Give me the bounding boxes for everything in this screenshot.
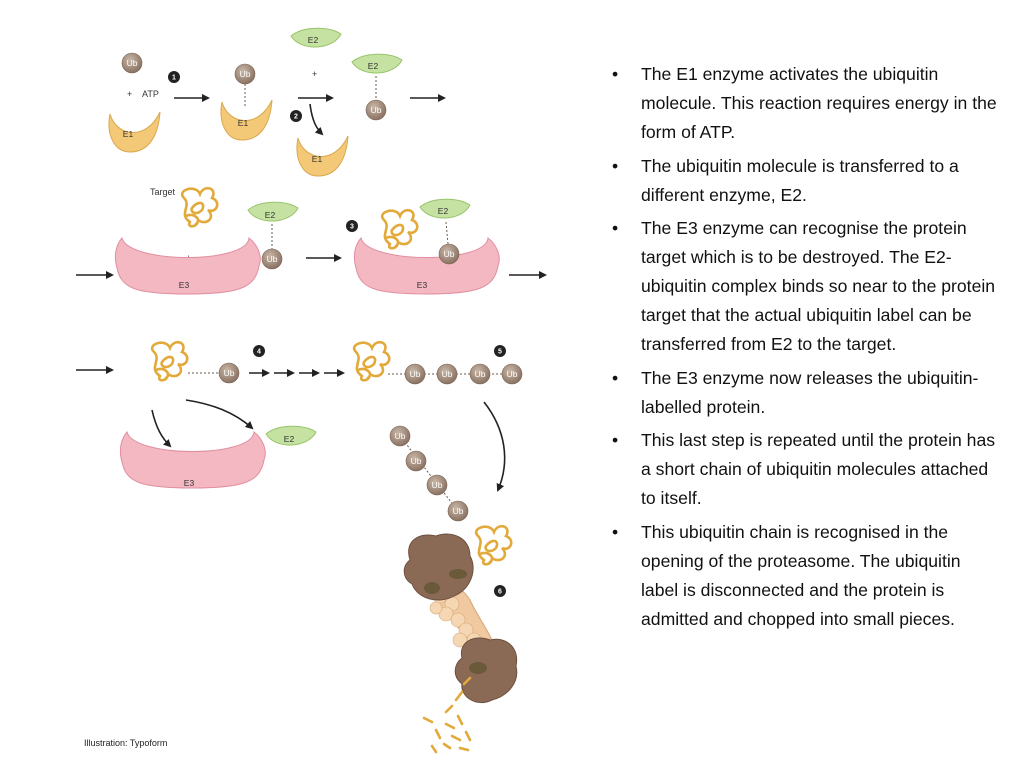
bullet-item: • The ubiquitin molecule is transferred t… [612, 152, 997, 210]
bullet-text: This last step is repeated until the pro… [641, 430, 996, 508]
explanation-list: • The E1 enzyme activates the ubiquitin m… [612, 60, 997, 638]
bullet-dot: • [612, 155, 619, 176]
proteasome-cap-top [403, 533, 474, 601]
arrow-e2-release [185, 399, 254, 430]
bullet-text: The E3 enzyme now releases the ubiquitin… [641, 367, 979, 417]
e3-label: E3 [417, 280, 428, 290]
e1-enzyme-released [296, 135, 349, 177]
e1-label: E1 [238, 118, 249, 128]
protein-entering [474, 524, 513, 566]
e1-label: E1 [123, 129, 134, 139]
row1-activation: Ub + ATP E1 1 Ub E1 E2 + 2 E1 E2 Ub [108, 27, 446, 177]
thioester-link [445, 221, 449, 245]
ub-label: Ub [240, 69, 251, 79]
proteasome-degradation: Ub Ub Ub Ub 6 [389, 401, 518, 754]
ub-label: Ub [442, 369, 453, 379]
e3-label: E3 [184, 478, 195, 488]
e2-label: E2 [284, 434, 295, 444]
bullet-dot: • [612, 521, 619, 542]
proteasome-pore [424, 582, 440, 594]
ub-chain-link [399, 435, 459, 512]
e2-label: E2 [308, 35, 319, 45]
e2-label: E2 [265, 210, 276, 220]
arrow-to-proteasome [483, 401, 506, 492]
row2-recognition: Target + E3 E2 Ub 3 E3 E2 Ub [76, 186, 547, 295]
bullet-item: • The E3 enzyme now releases the ubiquiti… [612, 364, 997, 422]
step-1-number: 1 [172, 75, 176, 82]
bullet-dot: • [612, 218, 619, 238]
bullet-text: The ubiquitin molecule is transferred to… [641, 155, 959, 205]
atp-label: ATP [142, 89, 159, 99]
target-label: Target [150, 187, 176, 197]
proteasome-pore [449, 569, 467, 579]
ubiquitin-pathway-diagram: Ub + ATP E1 1 Ub E1 E2 + 2 E1 E2 Ub Targ… [76, 27, 547, 754]
labelled-protein [150, 340, 189, 382]
bullet-dot: • [612, 367, 619, 388]
ub-label: Ub [371, 105, 382, 115]
peptide-fragments [422, 676, 472, 754]
e1-label: E1 [312, 154, 323, 164]
step-3-number: 3 [350, 224, 354, 231]
plus-sign: + [127, 89, 132, 99]
bullet-item: • The E1 enzyme activates the ubiquitin m… [612, 60, 997, 147]
ub-label: Ub [395, 431, 406, 441]
bullet-text: The E3 enzyme can recognise the protein … [641, 218, 996, 354]
e3-label: E3 [179, 280, 190, 290]
step-4-number: 4 [257, 349, 261, 356]
ub-label: Ub [127, 58, 138, 68]
ub-label: Ub [475, 369, 486, 379]
ub-label: Ub [507, 369, 518, 379]
row3-release: Ub 4 Ub Ub Ub Ub 5 E3 E2 [76, 340, 523, 489]
e2-label: E2 [438, 206, 449, 216]
step-6-number: 6 [498, 589, 502, 596]
bullet-item: • This last step is repeated until the pr… [612, 426, 997, 513]
bullet-item: • The E3 enzyme can recognise the protein… [612, 214, 997, 359]
ub-label: Ub [453, 506, 464, 516]
bullet-item: • This ubiquitin chain is recognised in t… [612, 518, 997, 634]
ub-label: Ub [411, 456, 422, 466]
step-2-number: 2 [294, 114, 298, 121]
ub-label: Ub [224, 368, 235, 378]
proteasome-pore [469, 662, 487, 674]
polyubiquitinated-protein [352, 340, 391, 382]
arrow-e3-release [151, 409, 172, 448]
e1-enzyme [108, 111, 161, 153]
ub-label: Ub [410, 369, 421, 379]
proteasome [403, 533, 518, 704]
illustration-credit: Illustration: Typoform [84, 738, 167, 748]
ub-label: Ub [432, 480, 443, 490]
target-protein [180, 186, 219, 228]
bullet-dot: • [612, 64, 619, 84]
plus-sign: + [312, 69, 317, 79]
target-protein-bound [380, 208, 419, 250]
e2-label: E2 [368, 61, 379, 71]
arrow-e1-release [309, 103, 324, 136]
ub-label: Ub [267, 254, 278, 264]
step-5-number: 5 [498, 349, 502, 356]
ub-label: Ub [444, 249, 455, 259]
bullet-text: The E1 enzyme activates the ubiquitin mo… [641, 64, 997, 142]
bullet-text: This ubiquitin chain is recognised in th… [641, 521, 961, 629]
bullet-dot: • [612, 430, 619, 450]
